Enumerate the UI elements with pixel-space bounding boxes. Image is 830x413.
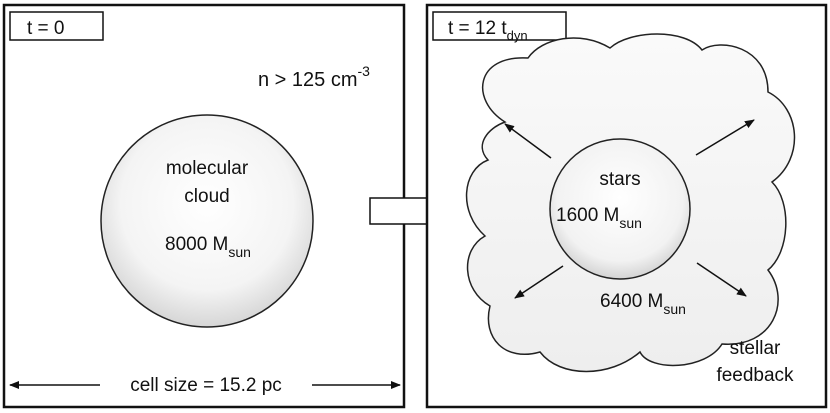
feedback-arrow-lower-left [514,265,564,299]
stars-mass-label: 1600 Msun [556,205,642,231]
cloud-label-line2: cloud [184,186,229,207]
feedback-label-line2: feedback [716,365,794,386]
cloud-mass-label: 8000 Msun [165,234,251,260]
left-panel: t = 0 n > 125 cm-3 molecular cloud 8000 … [2,3,406,409]
left-time-label-box [9,11,104,41]
stars-sphere [549,138,691,280]
right-time-subscript: dyn [507,28,528,43]
left-time-label: t = 0 [27,18,65,39]
right-panel: t = 12 tdyn stars 1600 Msun 6400 Msun st… [425,3,828,409]
feedback-arrow-upper-left [504,123,552,159]
stars-label: stars [599,169,640,190]
density-exponent: -3 [358,63,371,79]
feedback-arrow-lower-right [696,262,747,297]
right-time-label: t = 12 tdyn [448,18,528,43]
gas-mass-label: 6400 Msun [600,291,686,317]
right-time-label-box [432,11,567,41]
gas-mass-subscript: sun [663,301,686,317]
stars-mass-subscript: sun [619,215,642,231]
feedback-arrow-upper-right [695,119,755,156]
molecular-cloud-sphere [100,114,314,328]
feedback-label-line1: stellar [730,338,781,359]
density-label: n > 125 cm-3 [258,63,370,91]
cell-size-label: cell size = 15.2 pc [130,375,282,396]
cloud-label-line1: molecular [166,158,249,179]
cloud-mass-subscript: sun [228,244,251,260]
